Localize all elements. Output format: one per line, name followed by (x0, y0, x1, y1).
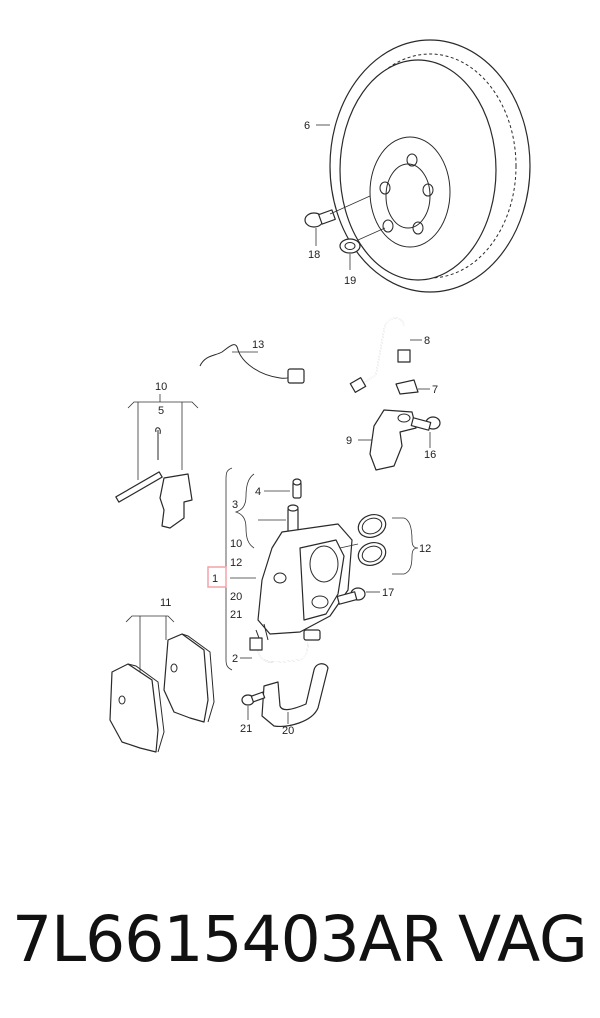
bleed-valve (287, 504, 299, 533)
callout-20-caliper: 20 (230, 591, 242, 603)
callout-16: 16 (424, 449, 436, 461)
callout-19: 19 (344, 275, 356, 287)
callout-11: 11 (160, 597, 171, 609)
brake-line (349, 317, 411, 393)
callout-12-caliper: 12 (230, 557, 242, 569)
callout-10-top: 10 (155, 381, 167, 393)
callout-18: 18 (308, 249, 320, 261)
brake-pad-outer (109, 663, 165, 753)
callout-9: 9 (346, 435, 352, 447)
piston-seals (357, 514, 387, 566)
callout-1-highlight (207, 566, 227, 588)
brake-pad-inner (163, 633, 215, 723)
callout-8: 8 (424, 335, 430, 347)
callout-5: 5 (158, 405, 164, 417)
disc-bolt (339, 238, 361, 254)
brake-hose (249, 629, 321, 664)
disc-screw (304, 209, 336, 228)
caliper-bolt (336, 587, 366, 605)
retaining-clip (395, 379, 419, 395)
bracket-bolt (410, 416, 441, 431)
callout-7: 7 (432, 384, 438, 396)
pad-retainer (261, 663, 329, 727)
callout-3: 3 (232, 499, 238, 511)
callout-10-caliper: 10 (230, 538, 242, 550)
part-number: 7L6615403AR (12, 903, 445, 976)
callout-20-bottom: 20 (282, 725, 294, 737)
line-bracket (369, 409, 417, 471)
brake-assembly-diagram: 6 18 19 13 8 7 9 16 10 (109, 39, 531, 753)
callout-1: 1 (212, 573, 218, 585)
retainer-screw (241, 691, 266, 706)
callout-21-caliper: 21 (230, 609, 242, 621)
callout-17: 17 (382, 587, 394, 599)
brake-disc (329, 39, 531, 293)
callout-21-bottom: 21 (240, 723, 252, 735)
callout-12-seals: 12 (419, 543, 431, 555)
callout-6: 6 (304, 120, 310, 132)
wear-sensor (199, 344, 305, 384)
brake-caliper (255, 523, 353, 647)
footer: 7L6615403AR VAG (0, 895, 600, 985)
brand-label: VAG (458, 903, 588, 976)
callout-2: 2 (232, 653, 238, 665)
bleed-screw (292, 478, 302, 499)
callout-13: 13 (252, 339, 264, 351)
guide-pin (115, 471, 163, 503)
anti-rattle-spring (159, 473, 193, 529)
spring-clip (155, 427, 161, 460)
callout-4: 4 (255, 486, 261, 498)
